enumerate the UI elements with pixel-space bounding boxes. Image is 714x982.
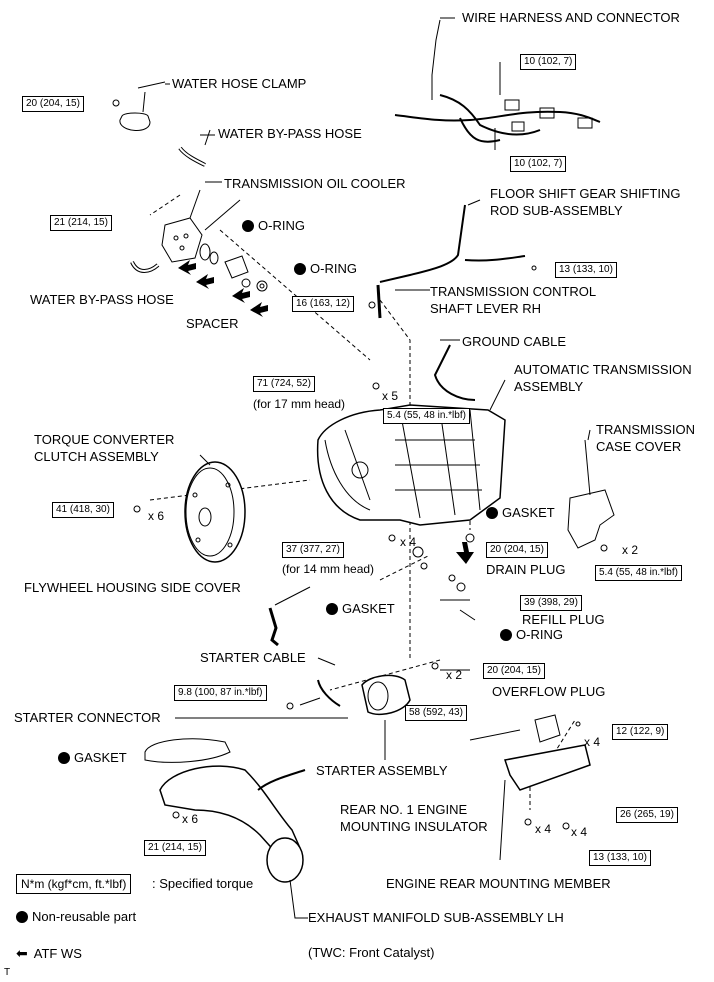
torque-value-15: 9.8 (100, 87 in.*lbf) (174, 685, 267, 701)
exhaust-manifold-drawing (159, 765, 306, 883)
note-x4-mount-c: x 4 (571, 825, 588, 839)
label-auto-trans-line1: AUTOMATIC TRANSMISSION (514, 362, 692, 377)
non-reusable-icon (486, 507, 498, 519)
water-hose-clamp-drawing (112, 81, 166, 131)
label-wire-harness: WIRE HARNESS AND CONNECTOR (462, 10, 680, 25)
note-x6-torque: x 6 (148, 509, 165, 523)
legend-atf: ⬅ATF WS (16, 945, 82, 961)
water-bypass-hose-top-drawing (178, 129, 211, 167)
label-water-bypass-hose-top: WATER BY-PASS HOSE (218, 126, 362, 141)
label-engine-rear-member: ENGINE REAR MOUNTING MEMBER (386, 876, 611, 891)
non-reusable-icon (58, 752, 70, 764)
label-rear-insulator-line2: MOUNTING INSULATOR (340, 819, 488, 834)
torque-value-3: 10 (102, 7) (510, 156, 567, 172)
label-spacer: SPACER (186, 316, 239, 331)
torque-converter-drawing (133, 461, 246, 563)
torque-value-7: 71 (724, 52) (253, 376, 315, 392)
torque-value-12: 5.4 (55, 48 in.*lbf) (595, 565, 682, 581)
torque-value-13: 39 (398, 29) (520, 595, 582, 611)
non-reusable-icon (16, 911, 28, 923)
case-cover-drawing (567, 439, 615, 552)
atf-arrows (178, 260, 474, 564)
torque-value-10: 37 (377, 27) (282, 542, 344, 558)
label-trans-case-line1: TRANSMISSION (596, 422, 695, 437)
torque-value-4: 21 (214, 15) (50, 215, 112, 231)
label-o-ring-1: O-RING (242, 218, 305, 234)
non-reusable-icon (294, 263, 306, 275)
label-exhaust-manifold: EXHAUST MANIFOLD SUB-ASSEMBLY LH (308, 910, 564, 925)
label-torque-conv-line1: TORQUE CONVERTER (34, 432, 175, 447)
note-x4-mount-a: x 4 (584, 735, 601, 749)
torque-value-1: 10 (102, 7) (520, 54, 577, 70)
legend-torque-box: N*m (kgf*cm, ft.*lbf) (16, 874, 132, 894)
torque-value-2: 20 (204, 15) (22, 96, 84, 112)
label-rear-insulator-line1: REAR NO. 1 ENGINE (340, 802, 468, 817)
oil-cooler-drawing (161, 189, 268, 292)
legend-torque-text: : Specified torque (152, 876, 254, 891)
label-o-ring-3: O-RING (500, 627, 563, 643)
label-starter-assembly: STARTER ASSEMBLY (316, 763, 448, 778)
atf-arrow-icon: ⬅ (16, 945, 28, 961)
label-floor-shift-line2: ROD SUB-ASSEMBLY (490, 203, 623, 218)
wire-harness-drawing (394, 19, 601, 150)
label-refill-plug: REFILL PLUG (522, 612, 605, 627)
note-x6-exhaust: x 6 (182, 812, 199, 826)
note-x2-starter: x 2 (446, 668, 463, 682)
label-trans-control-line1: TRANSMISSION CONTROL (430, 284, 597, 299)
transmission-drawing (316, 382, 506, 526)
torque-value-6: 16 (163, 12) (292, 296, 354, 312)
label-floor-shift-line1: FLOOR SHIFT GEAR SHIFTING (490, 186, 681, 201)
torque-value-20: 13 (133, 10) (589, 850, 651, 866)
label-starter-connector: STARTER CONNECTOR (14, 710, 161, 725)
non-reusable-icon (326, 603, 338, 615)
label-water-bypass-hose-bottom: WATER BY-PASS HOSE (30, 292, 174, 307)
label-auto-trans-line2: ASSEMBLY (514, 379, 584, 394)
label-ground-cable: GROUND CABLE (462, 334, 567, 349)
torque-value-17: 12 (122, 9) (612, 724, 669, 740)
shift-rod-drawing (368, 204, 537, 319)
torque-value-9: 41 (418, 30) (52, 502, 114, 518)
label-trans-case-line2: CASE COVER (596, 439, 682, 454)
label-trans-control-line2: SHAFT LEVER RH (430, 301, 542, 316)
torque-value-18: 26 (265, 19) (616, 807, 678, 823)
note-17mm-head: (for 17 mm head) (253, 397, 346, 411)
note-x4-bolt: x 4 (400, 535, 417, 549)
torque-value-19: 21 (214, 15) (144, 840, 206, 856)
label-gasket-drain: GASKET (486, 505, 555, 521)
note-x4-mount-b: x 4 (535, 822, 552, 836)
torque-value-5: 13 (133, 10) (555, 262, 617, 278)
torque-value-14: 20 (204, 15) (483, 663, 545, 679)
leader-lines (165, 17, 591, 919)
note-x2-case: x 2 (622, 543, 639, 557)
label-torque-conv-line2: CLUTCH ASSEMBLY (34, 449, 159, 464)
legend-non-reusable: Non-reusable part (16, 910, 136, 924)
mounting-drawing (504, 714, 591, 830)
non-reusable-icon (500, 629, 512, 641)
torque-value-8: 5.4 (55, 48 in.*lbf) (383, 408, 470, 424)
torque-value-11: 20 (204, 15) (486, 542, 548, 558)
label-starter-cable: STARTER CABLE (200, 650, 306, 665)
note-twc: (TWC: Front Catalyst) (308, 945, 435, 960)
label-flywheel-cover: FLYWHEEL HOUSING SIDE COVER (24, 580, 241, 595)
non-reusable-icon (242, 220, 254, 232)
note-x5: x 5 (382, 389, 399, 403)
label-transmission-oil-cooler: TRANSMISSION OIL COOLER (224, 176, 406, 191)
note-14mm-head: (for 14 mm head) (282, 562, 375, 576)
starter-drawing (286, 662, 439, 716)
label-drain-plug: DRAIN PLUG (486, 562, 566, 577)
corner-mark: T (4, 967, 11, 978)
label-water-hose-clamp: WATER HOSE CLAMP (172, 76, 307, 91)
torque-value-16: 58 (592, 43) (405, 705, 467, 721)
label-o-ring-2: O-RING (294, 261, 357, 277)
label-gasket-mid: GASKET (326, 601, 395, 617)
label-gasket-exhaust: GASKET (58, 750, 127, 766)
label-overflow-plug: OVERFLOW PLUG (492, 684, 606, 699)
